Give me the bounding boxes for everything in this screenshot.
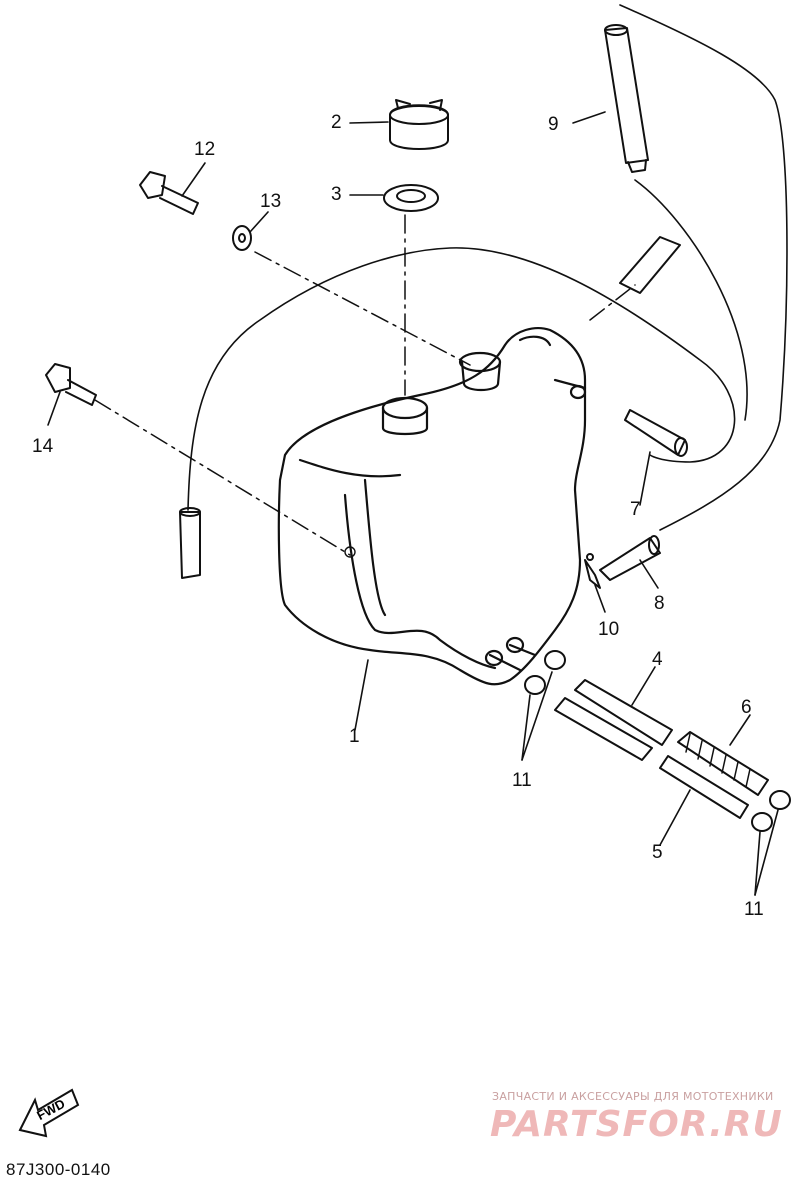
hose-upper-short (619, 236, 681, 294)
clamps-11 (524, 650, 791, 832)
routing-hose-main (187, 4, 788, 531)
hose-8 (599, 535, 661, 581)
watermark-tagline: ЗАПЧАСТИ И АКСЕССУАРЫ ДЛЯ МОТОТЕХНИКИ (492, 1090, 774, 1103)
bolt-12 (139, 171, 199, 215)
callout-3: 3 (331, 184, 342, 205)
fwd-arrow (18, 1088, 80, 1138)
oil-tank (277, 327, 587, 686)
hose-left (179, 507, 201, 579)
watermark-logo: PARTSFOR.RU (490, 1104, 783, 1145)
callout-7: 7 (630, 499, 641, 520)
hose-5 (659, 755, 749, 819)
callout-12: 12 (194, 139, 216, 160)
drawing-code: 87J300-0140 (6, 1160, 111, 1179)
callout-11-left: 11 (512, 770, 532, 791)
hose-7 (624, 409, 688, 457)
callout-9: 9 (548, 114, 559, 135)
callout-13: 13 (260, 191, 282, 212)
callout-6: 6 (741, 697, 752, 718)
callout-8: 8 (654, 593, 665, 614)
callout-1: 1 (349, 726, 360, 747)
callout-4: 4 (652, 649, 663, 670)
callout-leaders (47, 111, 779, 896)
hose-4 (554, 679, 673, 761)
tank-cap (389, 99, 449, 150)
assembly-chain-lines (94, 214, 636, 556)
callout-5: 5 (652, 842, 663, 863)
hose-9 (604, 24, 649, 173)
bolt-14 (45, 363, 97, 406)
clip-10 (584, 553, 601, 589)
callout-14: 14 (32, 436, 54, 457)
callout-11-right: 11 (744, 899, 764, 920)
ribbed-hose-6 (677, 731, 769, 796)
cap-gasket (383, 184, 439, 212)
callout-10: 10 (598, 619, 620, 640)
washer-13 (232, 225, 252, 251)
callout-2: 2 (331, 112, 342, 133)
